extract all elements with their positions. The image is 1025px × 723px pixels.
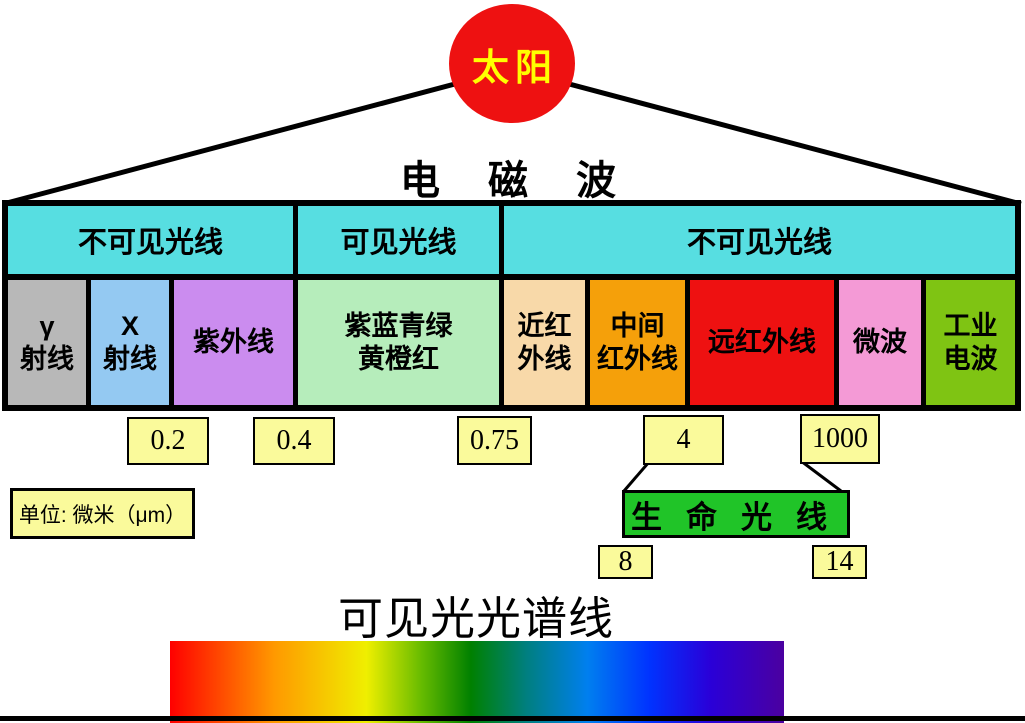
cell-far-infrared: 远红外线 bbox=[690, 280, 834, 405]
cell-mid-infrared: 中间 红外线 bbox=[590, 280, 685, 405]
cell-microwave: 微波 bbox=[839, 280, 921, 405]
unit-label: 单位: 微米（μm） bbox=[10, 488, 195, 539]
visible-spectrum-title: 可见光光谱线 bbox=[338, 593, 615, 644]
marker-0.75: 0.75 bbox=[457, 416, 532, 465]
sun-circle: 太阳 bbox=[449, 4, 575, 123]
marker-8: 8 bbox=[598, 545, 653, 579]
life-rays-box: 生命光线 bbox=[622, 490, 850, 538]
marker-0.2: 0.2 bbox=[127, 417, 209, 465]
marker-1000: 1000 bbox=[800, 414, 880, 464]
marker-0.4: 0.4 bbox=[253, 417, 335, 465]
cell-x-ray: X 射线 bbox=[91, 280, 169, 405]
spectrum-table: 不可见光线 可见光线 不可见光线 γ 射线 X 射线 紫外线 紫蓝青绿 黄橙红 … bbox=[2, 200, 1021, 411]
marker-4: 4 bbox=[643, 415, 724, 465]
sun-ray-lines bbox=[2, 69, 1022, 207]
cell-gamma-ray: γ 射线 bbox=[8, 280, 86, 405]
cell-industrial-wave: 工业 电波 bbox=[926, 280, 1015, 405]
marker-14: 14 bbox=[812, 545, 867, 579]
header-invisible-right: 不可见光线 bbox=[504, 206, 1015, 274]
cell-ultraviolet: 紫外线 bbox=[174, 280, 293, 405]
bottom-border-line bbox=[0, 716, 1025, 721]
em-wave-title: 电磁波 bbox=[400, 159, 664, 203]
cell-visible-colors: 紫蓝青绿 黄橙红 bbox=[298, 280, 499, 405]
header-visible: 可见光线 bbox=[298, 206, 499, 274]
cell-near-infrared: 近红 外线 bbox=[504, 280, 585, 405]
visible-spectrum-bar bbox=[170, 641, 784, 723]
header-invisible-left: 不可见光线 bbox=[8, 206, 293, 274]
sun-label: 太阳 bbox=[472, 46, 558, 88]
